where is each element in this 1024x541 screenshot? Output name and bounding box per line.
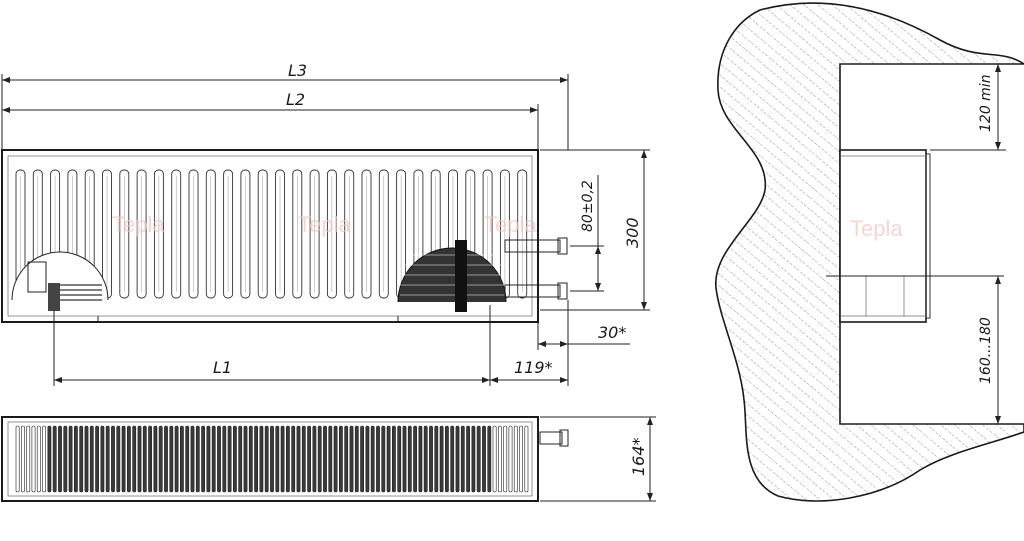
grille-bars xyxy=(15,425,529,493)
dim-l3: L3 xyxy=(288,61,307,80)
section-view: 120 min 160...180 xyxy=(715,2,1024,502)
dimension-labels: L3 L2 L1 119* 30* 300 80±0,2 164* xyxy=(213,61,648,476)
svg-text:Tepla: Tepla xyxy=(484,212,537,237)
dim-80: 80±0,2 xyxy=(580,180,596,232)
dim-119: 119* xyxy=(514,358,553,377)
dimension-lines xyxy=(1,74,656,502)
top-housing xyxy=(1,416,539,502)
convector-section xyxy=(839,149,927,323)
dim-30: 30* xyxy=(598,323,626,342)
svg-text:Tepla: Tepla xyxy=(850,216,903,241)
left-valve-arc xyxy=(11,251,109,301)
dim-300: 300 xyxy=(623,217,642,248)
wall-section xyxy=(715,2,1024,502)
dim-164: 164* xyxy=(629,437,648,476)
dim-l2: L2 xyxy=(286,90,305,109)
front-view xyxy=(1,149,568,323)
watermarks: Tepla Tepla Tepla Tepla xyxy=(112,212,903,241)
dim-160-180: 160...180 xyxy=(978,317,994,384)
dim-l1: L1 xyxy=(213,358,232,377)
top-view xyxy=(1,416,569,502)
svg-text:Tepla: Tepla xyxy=(298,212,351,237)
connection-pipes xyxy=(504,237,568,300)
svg-text:Tepla: Tepla xyxy=(112,212,165,237)
dim-120: 120 min xyxy=(978,74,994,132)
